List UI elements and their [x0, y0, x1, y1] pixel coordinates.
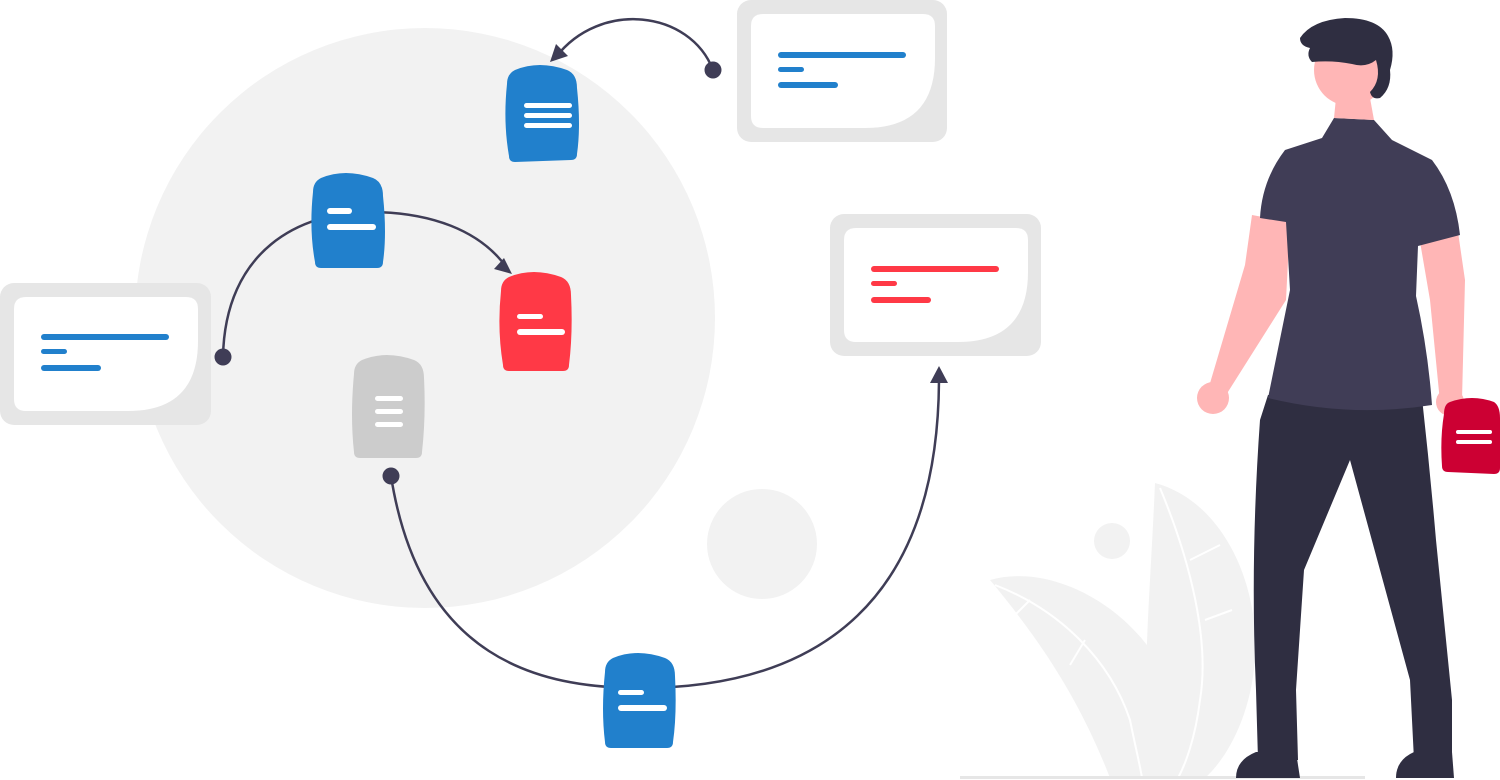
person — [1197, 18, 1500, 778]
person-pants — [1253, 395, 1452, 760]
tiny-circle — [1094, 523, 1130, 559]
arrowhead-top — [550, 44, 568, 62]
small-circle — [707, 489, 817, 599]
plant-veins — [994, 487, 1233, 779]
document-gray — [352, 355, 425, 458]
person-shirt — [1260, 118, 1460, 411]
connector-dot-top — [704, 61, 722, 79]
connector-dot-gray — [382, 467, 400, 485]
arrowhead-right — [930, 366, 948, 383]
connector-dot-left — [214, 348, 232, 366]
connector-top-to-document — [555, 17, 715, 71]
document-top-blue — [505, 65, 579, 162]
document-mid-blue — [311, 173, 385, 268]
document-held-red — [1441, 398, 1500, 474]
card-left-blue — [0, 283, 211, 425]
card-top-blue — [737, 0, 947, 142]
card-right-red — [830, 214, 1041, 356]
document-bottom-blue — [603, 653, 676, 748]
ground-line — [960, 776, 1365, 779]
background-circle — [135, 28, 715, 608]
person-right-arm — [1418, 230, 1465, 402]
plant-leaf-left — [990, 576, 1173, 778]
person-left-arm — [1208, 215, 1290, 395]
connector-dots — [214, 61, 722, 485]
arrowhead-mid — [494, 258, 512, 274]
person-right-shoe — [1396, 752, 1454, 778]
arrowheads — [494, 44, 948, 383]
person-hair — [1300, 18, 1393, 99]
document-red — [499, 272, 572, 371]
person-left-shoe — [1236, 752, 1300, 778]
person-left-hand — [1197, 382, 1229, 414]
